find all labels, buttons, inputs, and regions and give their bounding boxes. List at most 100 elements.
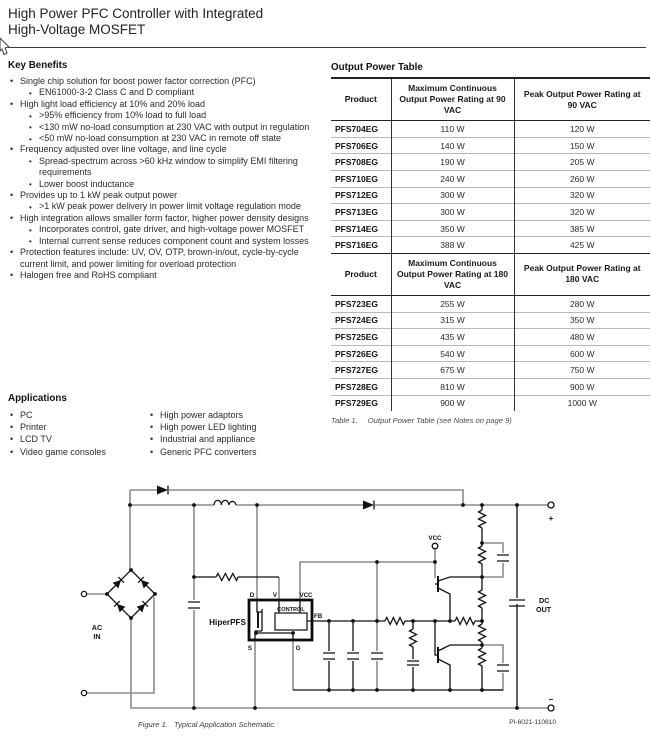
benefit-item-text: Spread-spectrum across >60 kHz window to… bbox=[39, 155, 298, 178]
dc-out-label-line1: DC bbox=[539, 596, 549, 605]
benefit-item-text: High integration allows smaller form fac… bbox=[20, 212, 309, 223]
benefit-item-text: Frequency adjusted over line voltage, an… bbox=[20, 144, 227, 155]
table-row: PFS716EG 388 W 425 W bbox=[331, 236, 650, 254]
cursor-pointer-icon bbox=[0, 37, 10, 56]
peak-power-cell: 260 W bbox=[513, 169, 650, 188]
max-power-cell: 300 W bbox=[390, 186, 514, 204]
product-cell: PFS708EG bbox=[331, 153, 391, 171]
max-power-cell: 140 W bbox=[390, 136, 514, 154]
ac-in-label-line2: IN bbox=[93, 632, 100, 641]
table-body-90vac: PFS704EG 110 W 120 W PFS706EG 140 W 150 … bbox=[331, 120, 650, 254]
benefit-item-text: <130 mW no-load consumption at 230 VAC w… bbox=[39, 121, 310, 132]
page-title: High Power PFC Controller with Integrate… bbox=[8, 6, 263, 38]
benefit-item-text: >1 kW peak power delivery in power limit… bbox=[39, 201, 301, 212]
peak-power-cell: 480 W bbox=[513, 328, 650, 346]
table-row: PFS728EG 810 W 900 W bbox=[331, 378, 650, 396]
peak-power-cell: 900 W bbox=[513, 378, 650, 396]
application-schematic: CONTROL AC IN HiperPFS D V VCC bbox=[80, 485, 556, 729]
product-cell: PFS716EG bbox=[331, 236, 391, 254]
table-row: PFS726EG 540 W 600 W bbox=[331, 344, 650, 362]
output-power-table-heading: Output Power Table bbox=[331, 62, 423, 73]
max-power-cell: 315 W bbox=[390, 311, 514, 329]
schematic-part-number: PI-6021-110810 bbox=[509, 719, 556, 726]
hiperpfs-label: HiperPFS bbox=[209, 618, 246, 627]
benefit-item: Internal current sense reduces component… bbox=[29, 236, 328, 248]
benefit-item: Incorporates control, gate driver, and h… bbox=[29, 224, 328, 236]
benefit-item: <50 mW no-load consumption at 230 VAC in… bbox=[29, 133, 328, 145]
product-cell: PFS713EG bbox=[331, 203, 391, 221]
benefit-item: Halogen free and RoHS compliant bbox=[10, 270, 328, 282]
application-item: Video game consoles bbox=[10, 446, 148, 458]
pin-label-v: V bbox=[273, 592, 278, 599]
vcc-terminal-label: VCC bbox=[428, 535, 442, 542]
peak-power-cell: 120 W bbox=[513, 120, 650, 138]
benefit-item-text: <50 mW no-load consumption at 230 VAC in… bbox=[39, 133, 282, 144]
product-cell: PFS723EG bbox=[335, 298, 378, 309]
product-cell: PFS706EG bbox=[331, 136, 391, 154]
pin-label-s: S bbox=[248, 645, 252, 652]
col-header-peak-180vac: Peak Output Power Rating at 180 VAC bbox=[513, 252, 650, 297]
benefit-item-text: >95% efficiency from 10% load to full lo… bbox=[39, 110, 207, 121]
dc-out-label-line2: OUT bbox=[536, 605, 552, 614]
peak-power-cell: 385 W bbox=[513, 219, 650, 237]
control-label: CONTROL bbox=[277, 607, 305, 613]
benefit-item-text: Lower boost inductance bbox=[39, 178, 135, 189]
ac-in-label-line1: AC bbox=[92, 623, 102, 632]
col-header-max-90vac: Maximum Continuous Output Power Rating a… bbox=[390, 78, 514, 122]
applications-section: Applications PC Printer LCD TV Video gam… bbox=[8, 393, 328, 458]
benefit-item: Lower boost inductance bbox=[29, 178, 328, 191]
product-cell: PFS724EG bbox=[331, 311, 391, 329]
product-cell: PFS714EG bbox=[331, 219, 391, 237]
benefit-item: EN61000-3-2 Class C and D compliant bbox=[29, 87, 328, 99]
peak-power-cell: 750 W bbox=[513, 361, 650, 379]
figure-caption-label: Figure 1. bbox=[138, 720, 168, 729]
product-cell: PFS726EG bbox=[331, 344, 391, 362]
peak-power-cell: 350 W bbox=[513, 311, 650, 329]
lower-transistor-icon bbox=[437, 644, 482, 690]
bypass-diode-icon bbox=[157, 485, 169, 495]
benefit-item: Spread-spectrum across >60 kHz window to… bbox=[29, 156, 328, 179]
peak-power-cell: 320 W bbox=[513, 186, 650, 204]
peak-power-cell: 280 W bbox=[513, 295, 650, 313]
table-row: PFS724EG 315 W 350 W bbox=[331, 311, 650, 329]
application-item: High power adaptors bbox=[150, 409, 318, 421]
dc-minus-terminal bbox=[547, 704, 555, 712]
table-caption-text: Output Power Table (see Notes on page 9) bbox=[367, 416, 512, 426]
table-row: PFS729EG 900 W 1000 W bbox=[331, 394, 650, 412]
table-row: PFS725EG 435 W 480 W bbox=[331, 328, 650, 346]
table-header-180vac: Product Maximum Continuous Output Power … bbox=[331, 252, 650, 297]
col-header-product: Product bbox=[331, 252, 391, 297]
benefit-item-text: Incorporates control, gate driver, and h… bbox=[39, 224, 305, 235]
junction-dots bbox=[105, 503, 519, 710]
table-body-180vac: PFS723EG 255 W 280 W PFS724EG 315 W 350 … bbox=[331, 295, 650, 412]
applications-col1: PC Printer LCD TV Video game consoles bbox=[8, 409, 148, 458]
max-power-cell: 255 W bbox=[390, 295, 514, 313]
max-power-cell: 110 W bbox=[390, 120, 514, 138]
application-item: Printer bbox=[10, 421, 148, 433]
dc-plus-terminal bbox=[547, 501, 555, 509]
application-item: LCD TV bbox=[10, 433, 148, 445]
table-row: PFS713EG 300 W 320 W bbox=[331, 203, 650, 221]
table-row: PFS727EG 675 W 750 W bbox=[331, 361, 650, 379]
output-power-table-section: Output Power Table Product Maximum Conti… bbox=[331, 62, 650, 425]
applications-col2: High power adaptors High power LED light… bbox=[148, 409, 318, 458]
boost-inductor-icon bbox=[213, 499, 237, 506]
resistors bbox=[215, 509, 487, 667]
key-benefits-list: Single chip solution for boost power fac… bbox=[8, 76, 328, 282]
peak-power-cell: 600 W bbox=[513, 344, 650, 362]
product-cell: PFS727EG bbox=[331, 361, 391, 379]
col-header-product: Product bbox=[331, 78, 391, 122]
application-item: PC bbox=[10, 409, 148, 421]
max-power-cell: 240 W bbox=[390, 169, 514, 188]
benefit-item: >95% efficiency from 10% load to full lo… bbox=[29, 110, 328, 122]
pin-label-fb: FB bbox=[314, 613, 323, 620]
peak-power-cell: 1000 W bbox=[513, 394, 650, 412]
boost-diode-icon bbox=[363, 500, 375, 510]
product-cell: PFS725EG bbox=[331, 328, 391, 346]
col-header-peak-90vac: Peak Output Power Rating at 90 VAC bbox=[513, 78, 650, 122]
bridge-diode-icon bbox=[113, 600, 126, 613]
ac-input-terminal bbox=[80, 590, 88, 598]
peak-power-cell: 205 W bbox=[513, 153, 650, 171]
benefit-item: Provides up to 1 kW peak output power bbox=[10, 190, 328, 202]
table-header-90vac: Product Maximum Continuous Output Power … bbox=[331, 78, 650, 122]
